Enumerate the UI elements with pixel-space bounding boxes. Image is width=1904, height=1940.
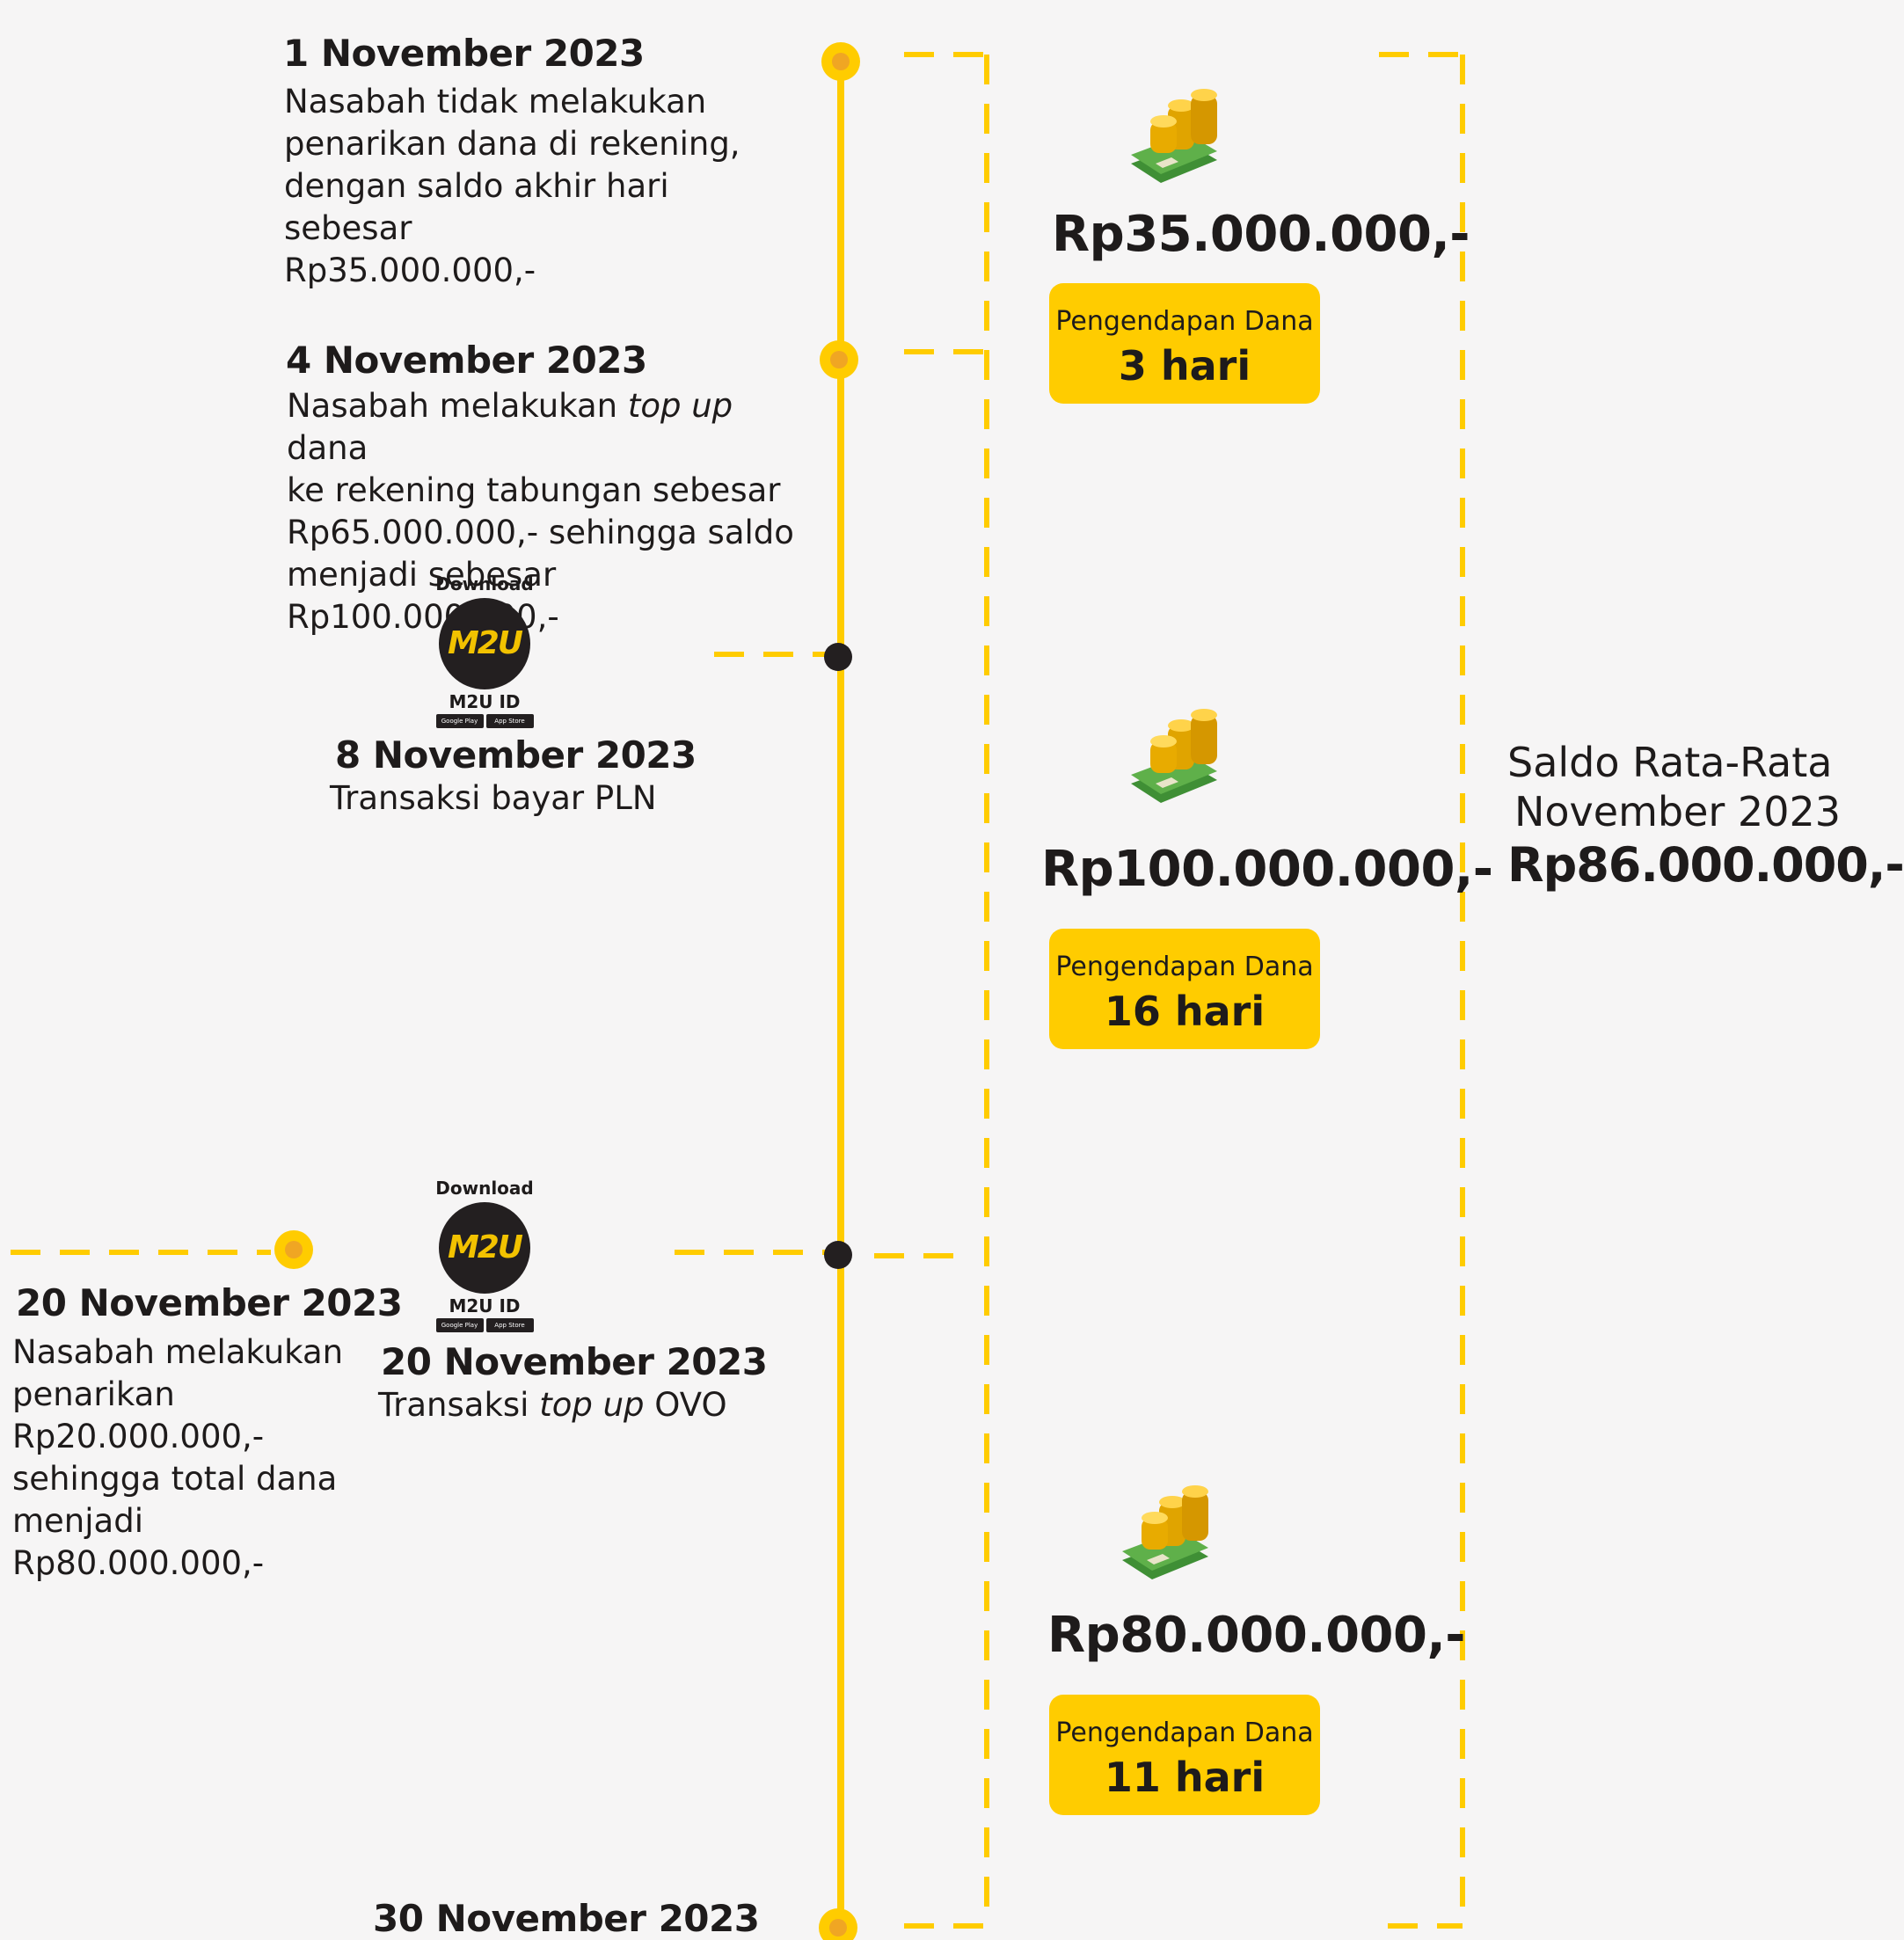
event-desc-2: Nasabah melakukan top up dana ke rekenin… — [287, 385, 814, 638]
app-id-label: M2U ID — [449, 691, 521, 712]
event-date-1: 1 November 2023 — [283, 32, 645, 75]
download-label: Download — [435, 1178, 534, 1199]
holding-period-badge-3: Pengendapan Dana 11 hari — [1049, 1695, 1320, 1815]
balance-amount-2: Rp100.000.000,- — [1041, 841, 1493, 898]
google-play-badge[interactable]: Google Play — [435, 714, 484, 728]
app-id-label: M2U ID — [449, 1295, 521, 1316]
dashed-bracket-left — [874, 52, 989, 1929]
event-desc-5-post: OVO — [644, 1386, 727, 1424]
event-desc-2-pre: Nasabah melakukan — [287, 387, 628, 425]
app-store-badge[interactable]: App Store — [485, 1318, 534, 1332]
dot-30-november — [819, 1908, 857, 1940]
dot-20-november — [824, 1241, 852, 1269]
event-desc-5-pre: Transaksi — [378, 1386, 540, 1424]
event-date-6: 30 November 2023 — [373, 1897, 760, 1940]
event-desc-5: Transaksi top up OVO — [378, 1384, 727, 1426]
summary-title: Saldo Rata-Rata — [1507, 739, 1833, 786]
download-label: Download — [435, 573, 534, 594]
event-date-3: 8 November 2023 — [335, 733, 697, 777]
summary-amount: Rp86.000.000,- — [1507, 837, 1904, 893]
holding-days: 16 hari — [1104, 988, 1266, 1035]
average-balance-summary: Saldo Rata-Rata November 2023 Rp86.000.0… — [1507, 739, 1904, 893]
event-date-4: 20 November 2023 — [16, 1281, 403, 1324]
event-date-2: 4 November 2023 — [286, 339, 647, 382]
money-coins-icon — [1122, 1485, 1208, 1579]
app-store-badge[interactable]: App Store — [485, 714, 534, 728]
event-desc-3: Transaksi bayar PLN — [330, 779, 657, 817]
dot-4-november — [820, 340, 858, 379]
money-coins-icon — [1131, 709, 1217, 803]
dot-20-november-left — [274, 1230, 313, 1269]
event-desc-5-em: top up — [539, 1386, 645, 1424]
summary-period: November 2023 — [1514, 788, 1841, 835]
holding-period-badge-2: Pengendapan Dana 16 hari — [1049, 929, 1320, 1049]
holding-label: Pengendapan Dana — [1055, 306, 1314, 337]
holding-days: 11 hari — [1104, 1754, 1266, 1801]
event-desc-2-post: dana ke rekening tabungan sebesar Rp65.0… — [287, 429, 794, 636]
event-desc-4: Nasabah melakukan penarikan Rp20.000.000… — [12, 1333, 344, 1582]
dot-8-november — [824, 643, 852, 671]
holding-label: Pengendapan Dana — [1055, 1718, 1314, 1748]
event-date-5: 20 November 2023 — [381, 1340, 768, 1383]
dashed-bracket-right — [1379, 52, 1465, 1929]
balance-amount-1: Rp35.000.000,- — [1052, 206, 1470, 263]
m2u-app-logo: M2U — [439, 1202, 530, 1294]
holding-label: Pengendapan Dana — [1055, 952, 1314, 982]
balance-amount-3: Rp80.000.000,- — [1047, 1607, 1466, 1664]
m2u-app-logo: M2U — [439, 598, 530, 689]
event-desc-1: Nasabah tidak melakukan penarikan dana d… — [284, 83, 740, 289]
google-play-badge[interactable]: Google Play — [435, 1318, 484, 1332]
money-coins-icon — [1131, 89, 1217, 183]
holding-days: 3 hari — [1118, 342, 1251, 390]
holding-period-badge-1: Pengendapan Dana 3 hari — [1049, 283, 1320, 404]
event-desc-2-em: top up — [627, 387, 733, 425]
dashed-connectors — [11, 652, 831, 1255]
dot-1-november — [821, 42, 860, 81]
